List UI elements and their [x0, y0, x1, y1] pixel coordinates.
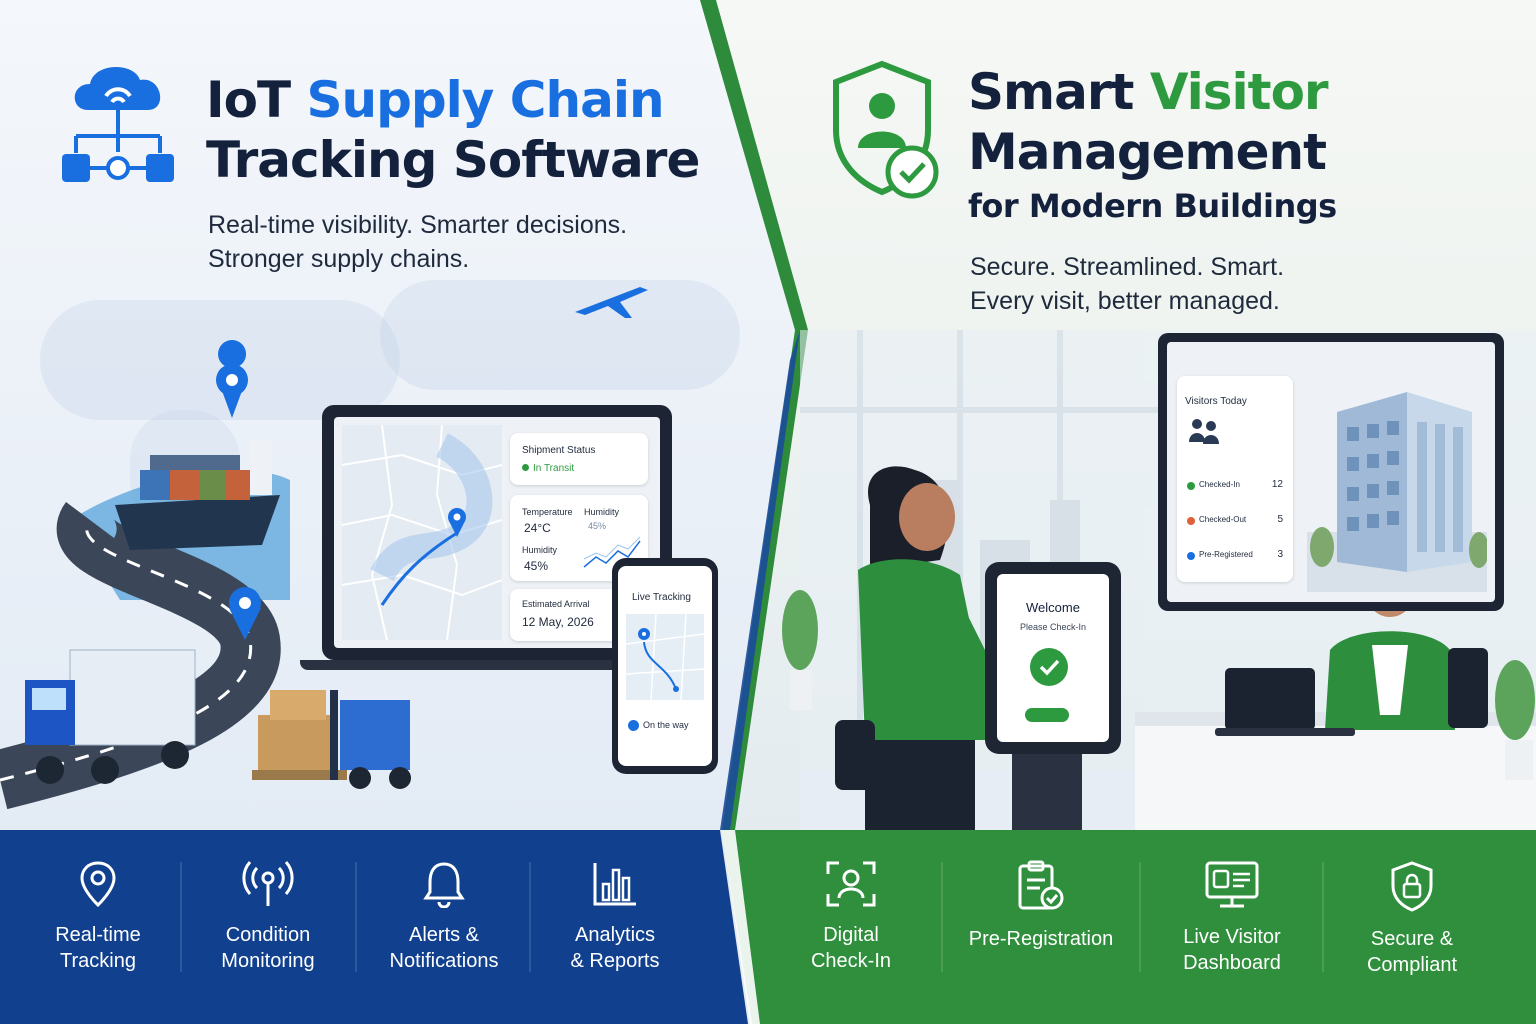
left-title-line2: Tracking Software [206, 131, 700, 189]
right-subtitle-line1: Secure. Streamlined. Smart. [970, 253, 1285, 281]
eta-label: Estimated Arrival [522, 599, 590, 609]
shipment-status-value: In Transit [522, 463, 574, 474]
phone-status: On the way [628, 720, 689, 732]
checked-out-dot-icon [1187, 517, 1195, 525]
bell-icon [423, 862, 465, 908]
face-scan-icon [826, 861, 876, 907]
feature-digital-check-in: Digital Check-In [771, 860, 931, 974]
left-title-highlight: Supply Chain [306, 71, 664, 129]
location-pin-icon [80, 861, 116, 908]
humidity-sparkline [583, 536, 641, 568]
left-title-prefix: IoT [206, 71, 307, 129]
check-circle-icon [1030, 648, 1068, 686]
laptop-base [300, 660, 694, 670]
feature-pre-registration: Pre-Registration [955, 860, 1127, 952]
visitor-row: Pre-Registered 3 [1183, 548, 1287, 566]
phone-map [625, 613, 705, 701]
humidity-chart-value: 45% [588, 521, 607, 531]
pre-registered-label: Pre-Registered [1199, 550, 1253, 559]
eta-value: 12 May, 2026 [522, 615, 594, 629]
feature-label-line2: & Reports [570, 950, 660, 972]
left-subtitle: Real-time visibility. Smarter decisions.… [208, 208, 627, 276]
kiosk-screen: Welcome Please Check-In [997, 574, 1109, 742]
feature-label-line2: Monitoring [221, 950, 315, 972]
feature-label-line1: Live Visitor [1183, 926, 1281, 948]
feature-live-visitor-dashboard: Live Visitor Dashboard [1152, 860, 1312, 976]
checked-in-count: 12 [1271, 479, 1283, 490]
visitors-card: Visitors Today Checked-In 12 Checked-Out… [1177, 376, 1293, 582]
feature-label-line2: Tracking [60, 950, 136, 972]
kiosk-prompt: Please Check-In [1019, 622, 1087, 632]
status-dot-icon [522, 464, 529, 471]
feature-label-line1: Real-time [55, 924, 141, 946]
right-title-prefix: Smart [968, 63, 1150, 121]
visitors-title: Visitors Today [1185, 396, 1247, 407]
checked-out-count: 5 [1277, 514, 1283, 525]
feature-label-line2: Check-In [810, 950, 892, 972]
wall-screen: Visitors Today Checked-In 12 Checked-Out… [1158, 333, 1504, 611]
feature-label-line1: Analytics [574, 924, 656, 946]
humidity-label: Humidity [522, 545, 558, 555]
feature-secure-compliant: Secure & Compliant [1332, 860, 1492, 978]
right-title-line3: for Modern Buildings [968, 187, 1337, 225]
left-subtitle-line1: Real-time visibility. Smarter decisions. [208, 211, 628, 239]
cloud-network-icon [58, 58, 182, 193]
phone: Live Tracking On the way [612, 558, 718, 774]
feature-label-line2: Dashboard [1183, 952, 1281, 974]
visitors-icon [1189, 419, 1219, 444]
phone-title: Live Tracking [632, 592, 691, 603]
shield-user-check-icon [832, 60, 944, 209]
visitor-row: Checked-In 12 [1183, 478, 1287, 496]
monitor-user-icon [1205, 861, 1259, 908]
humidity-value: 45% [524, 559, 549, 573]
right-subtitle: Secure. Streamlined. Smart. Every visit,… [970, 250, 1284, 318]
humidity-chart-label: Humidity [584, 507, 620, 517]
checked-out-label: Checked-Out [1199, 515, 1247, 524]
phone-status-text: On the way [643, 720, 689, 730]
bar-chart-icon [593, 863, 636, 906]
pre-registered-count: 3 [1277, 549, 1283, 560]
feature-alerts-notifications: Alerts & Notifications [364, 860, 524, 974]
feature-label-line1: Alerts & [408, 924, 480, 946]
feature-label-line1: Digital [823, 924, 879, 946]
left-subtitle-line2: Stronger supply chains. [208, 245, 470, 273]
shipment-status-text: In Transit [533, 463, 575, 474]
conditions-card: Temperature 24°C Humidity 45% Humidity 4… [510, 495, 648, 581]
feature-label-line2: Compliant [1366, 954, 1458, 976]
temperature-value: 24°C [524, 521, 551, 535]
shield-lock-icon [1391, 861, 1433, 912]
shipment-status-card: Shipment Status In Transit [510, 433, 648, 485]
right-title-highlight: Visitor [1149, 63, 1329, 121]
right-title: Smart Visitor Management [968, 62, 1329, 182]
checked-in-dot-icon [1187, 482, 1195, 490]
feature-real-time-tracking: Real-time Tracking [18, 860, 178, 974]
left-title: IoT Supply Chain Tracking Software [206, 70, 700, 190]
user-icon [628, 720, 639, 732]
tracking-map [341, 424, 503, 641]
feature-label-line1: Condition [225, 924, 311, 946]
visitor-row: Checked-Out 5 [1183, 513, 1287, 531]
feature-condition-monitoring: Condition Monitoring [188, 860, 348, 974]
shipment-status-label: Shipment Status [522, 445, 596, 456]
feature-label-line1: Secure & [1370, 928, 1454, 950]
kiosk-confirm-button[interactable] [1025, 708, 1069, 722]
feature-label-line2: Notifications [389, 950, 499, 972]
pre-registered-dot-icon [1187, 552, 1195, 560]
signal-icon [242, 861, 294, 906]
right-title-line2: Management [968, 123, 1327, 181]
right-subtitle-line2: Every visit, better managed. [970, 287, 1280, 315]
kiosk-welcome: Welcome [1026, 600, 1080, 615]
temperature-label: Temperature [522, 507, 573, 517]
feature-label-line1: Pre-Registration [968, 928, 1114, 950]
wall-screen-display: Visitors Today Checked-In 12 Checked-Out… [1167, 342, 1495, 602]
laptop-screen: Shipment Status In Transit Temperature 2… [334, 417, 660, 648]
phone-screen: Live Tracking On the way [618, 566, 712, 766]
clipboard-check-icon [1018, 860, 1064, 910]
feature-analytics-reports: Analytics & Reports [535, 860, 695, 974]
checked-in-label: Checked-In [1199, 480, 1240, 489]
building-image [1307, 392, 1487, 592]
